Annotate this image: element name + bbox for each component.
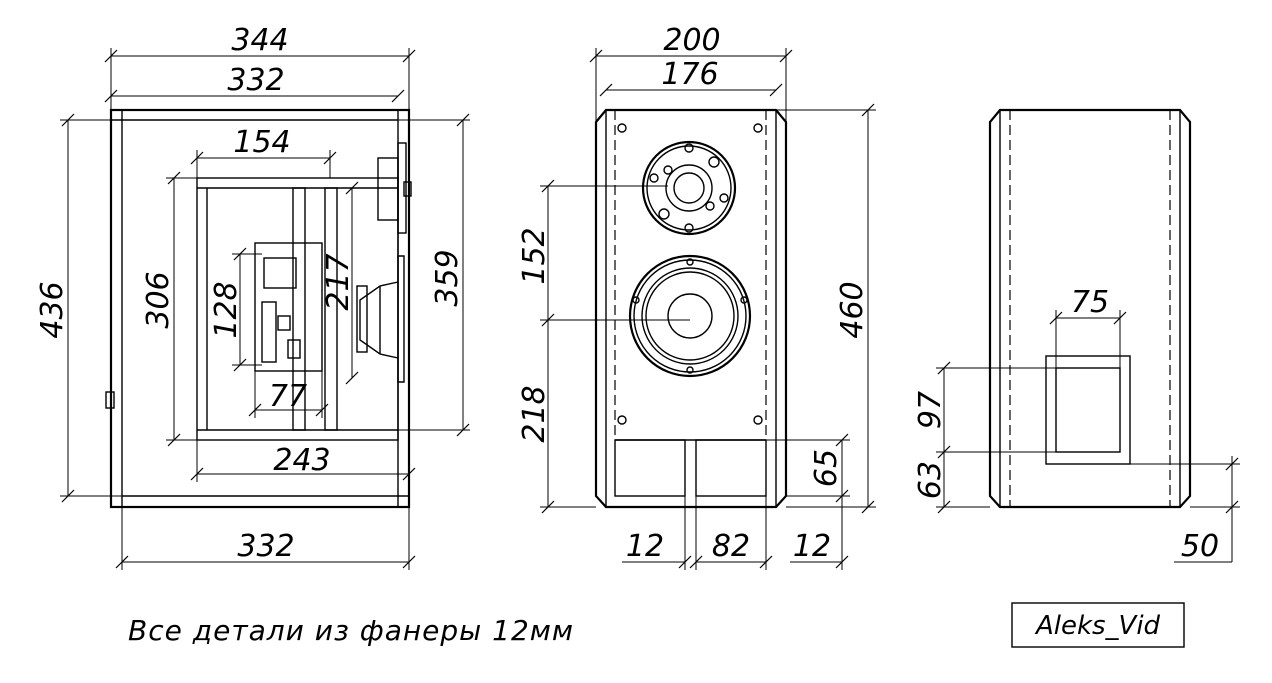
screw-hole-icon xyxy=(617,123,627,133)
dim-outer-width: 344 xyxy=(231,23,288,58)
screw-hole-icon xyxy=(753,415,763,425)
dim-shelf-width: 154 xyxy=(233,125,290,160)
dim-board-width: 77 xyxy=(269,379,307,414)
front-view: 200 176 460 152 218 65 xyxy=(517,23,876,570)
dim-front-height: 460 xyxy=(835,281,870,338)
woofer-icon xyxy=(628,254,752,378)
dim-front-width: 200 xyxy=(663,23,720,58)
dim-port-width: 82 xyxy=(712,529,750,564)
dim-base-width: 332 xyxy=(237,529,294,564)
back-view: 75 97 63 50 xyxy=(913,108,1240,564)
dim-inner-height: 359 xyxy=(430,249,465,306)
port-left xyxy=(614,439,686,497)
dim-baffle-width: 176 xyxy=(661,57,718,92)
dim-right-wall: 12 xyxy=(793,529,831,564)
screw-hole-icon xyxy=(753,123,763,133)
dim-filter-height: 217 xyxy=(321,253,356,310)
port-right xyxy=(695,439,767,497)
dim-board-height: 128 xyxy=(209,281,244,338)
author-stamp-label: Aleks_Vid xyxy=(1034,611,1161,641)
side-section-view: 344 332 436 359 306 154 xyxy=(35,23,470,570)
dim-tweeter-spacing: 152 xyxy=(517,227,552,284)
dim-port-height: 65 xyxy=(809,449,844,487)
dim-woofer-height: 218 xyxy=(517,385,552,442)
tweeter-icon xyxy=(641,140,737,236)
dim-terminal-width: 75 xyxy=(1071,285,1109,320)
screw-hole-icon xyxy=(617,415,627,425)
material-note: Все детали из фанеры 12мм xyxy=(128,614,574,647)
dim-left-wall: 12 xyxy=(626,529,664,564)
dim-brace-height: 306 xyxy=(141,271,176,328)
dim-height: 436 xyxy=(35,281,70,338)
author-stamp: Aleks_Vid xyxy=(1011,602,1185,648)
terminal-plate xyxy=(1045,355,1131,465)
dim-inner-width: 332 xyxy=(227,63,284,98)
dim-foot-depth: 50 xyxy=(1181,529,1219,564)
dim-terminal-height: 97 xyxy=(913,391,948,429)
dim-terminal-offset: 63 xyxy=(913,461,948,499)
dim-bottom-depth: 243 xyxy=(273,443,330,478)
